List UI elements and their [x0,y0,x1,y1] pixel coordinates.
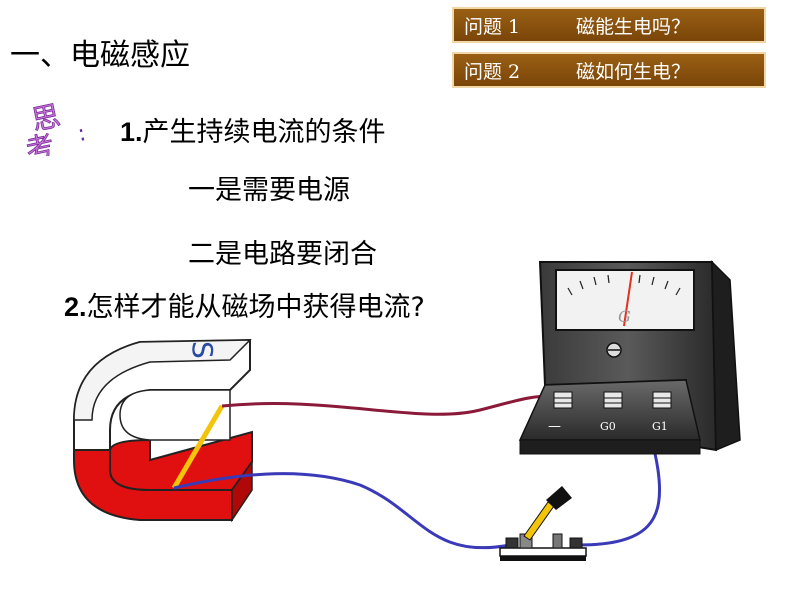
question-1-box[interactable]: 问题 1 磁能生电吗？ [452,7,766,43]
galvanometer-needle [623,271,633,327]
point-2: 2.怎样才能从磁场中获得电流? [64,285,425,324]
think-icon: 思 考 : [23,99,88,156]
condition-2: 二是电路要闭合 [188,239,377,270]
galvanometer: G — G0 G1 [518,260,741,455]
point-1: 1.产生持续电流的条件 [120,110,386,149]
question-2-text: 磁如何生电？ [576,60,691,83]
conductor-rod[interactable] [171,404,225,490]
blue-wire-to-switch [173,472,511,550]
terminal-label-g0: G0 [600,420,616,433]
point-1-number: 1. [120,117,143,147]
slide-title: 一、电磁感应 [10,38,190,73]
terminal-label-g1: G1 [652,420,668,433]
terminal-g1[interactable] [652,391,672,409]
red-wire [221,395,564,416]
terminal-g0[interactable] [603,391,623,409]
point-2-text: 怎样才能从磁场中获得电流? [86,292,425,323]
point-2-number: 2. [64,292,87,322]
knife-switch[interactable] [499,486,587,561]
question-1-label: 问题 1 [464,15,521,38]
galvanometer-symbol: G [618,307,631,326]
question-2-box[interactable]: 问题 2 磁如何生电？ [452,52,766,88]
point-1-text: 产生持续电流的条件 [142,117,386,148]
terminal-label-negative: — [548,419,561,434]
condition-1: 一是需要电源 [188,175,350,206]
magnet-pole-label: S [186,341,219,359]
question-2-label: 问题 2 [464,60,521,83]
horseshoe-magnet [73,338,253,523]
switch-handle[interactable] [546,486,572,510]
terminal-negative[interactable] [553,391,573,409]
question-1-text: 磁能生电吗？ [576,15,691,38]
